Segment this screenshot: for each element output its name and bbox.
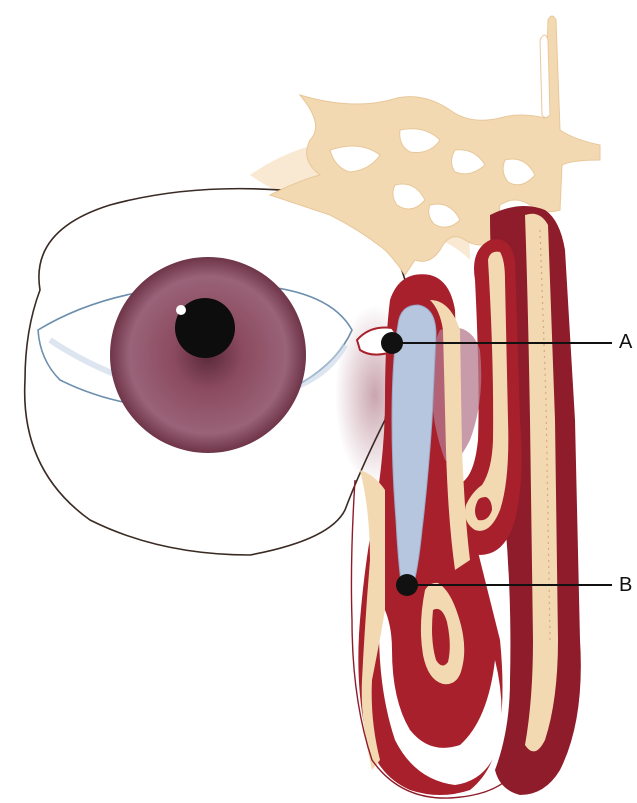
label-b: B — [619, 575, 632, 595]
marker-b — [396, 574, 418, 596]
eye-highlight — [176, 305, 186, 315]
label-a: A — [619, 332, 632, 352]
marker-a — [381, 332, 403, 354]
